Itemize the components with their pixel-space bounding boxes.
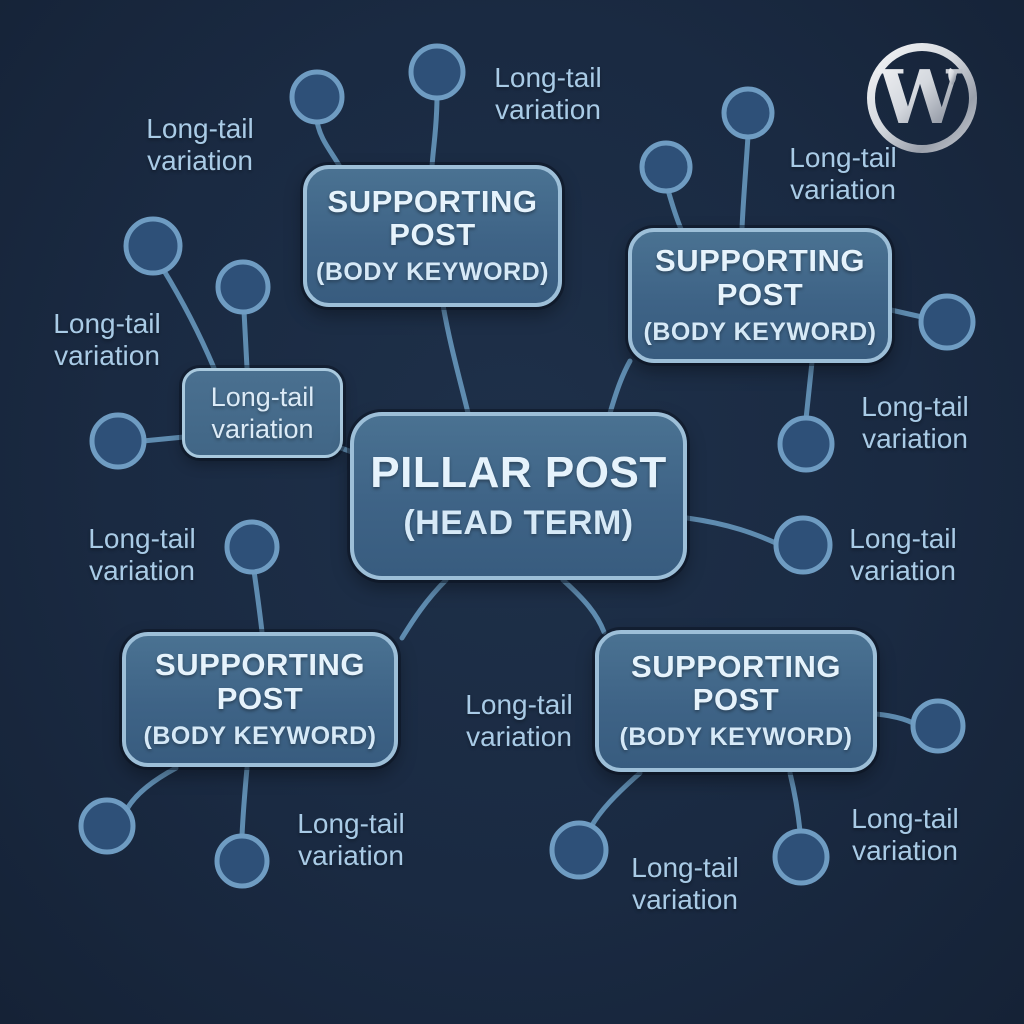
long-tail-node-circle — [214, 833, 270, 889]
long-tail-node-circle — [918, 293, 976, 351]
pillar-subtitle: (HEAD TERM) — [403, 503, 634, 542]
connector-line — [787, 770, 803, 834]
node-title: SUPPORTING POST — [155, 647, 365, 716]
node-title: SUPPORTING POST — [655, 243, 865, 312]
long-tail-node-circle — [549, 820, 609, 880]
connector-line — [239, 765, 250, 839]
long-tail-label: Long-tail variation — [88, 523, 196, 586]
connector-lines — [124, 93, 925, 839]
node-title: SUPPORTING POST — [631, 648, 841, 717]
long-tail-label: Long-tail variation — [297, 808, 405, 871]
wordpress-logo-icon: W — [867, 43, 977, 153]
pillar-title: PILLAR POST — [370, 448, 667, 498]
long-tail-label: Long-tail variation — [789, 142, 897, 205]
long-tail-label: Long-tail variation — [494, 62, 602, 125]
supporting-post-node-top-left: SUPPORTING POST (BODY KEYWORD) — [303, 165, 562, 307]
long-tail-node-circle — [772, 828, 830, 886]
node-title: SUPPORTING POST — [327, 183, 538, 252]
node-subtitle: (BODY KEYWORD) — [619, 723, 853, 752]
connector-line — [440, 302, 471, 416]
logo-ring — [867, 43, 977, 153]
connector-line — [314, 118, 343, 170]
pillar-post-node: PILLAR POST (HEAD TERM) — [350, 412, 687, 580]
long-tail-node-circle — [224, 519, 280, 575]
long-tail-node-circle — [408, 43, 466, 101]
connector-line — [124, 765, 179, 812]
long-tail-circles — [78, 43, 976, 889]
long-tail-node-circle — [910, 698, 966, 754]
long-tail-box-node: Long-tail variation — [182, 368, 343, 458]
connector-line — [588, 770, 643, 830]
connector-line — [560, 577, 607, 635]
connector-line — [251, 568, 265, 635]
connector-line — [241, 308, 250, 371]
supporting-post-node-top-right: SUPPORTING POST (BODY KEYWORD) — [628, 228, 892, 363]
connector-line — [140, 434, 187, 444]
long-tail-node-circle — [289, 69, 345, 125]
connector-line — [803, 359, 815, 422]
long-tail-node-circle — [773, 515, 833, 575]
long-tail-node-circle — [123, 216, 183, 276]
node-subtitle: (BODY KEYWORD) — [316, 258, 549, 287]
logo-droplet — [948, 68, 956, 85]
long-tail-node-circle — [215, 259, 271, 315]
long-tail-label: Long-tail variation — [849, 523, 957, 586]
supporting-post-node-bottom-right: SUPPORTING POST (BODY KEYWORD) — [595, 630, 877, 772]
long-tail-node-circle — [78, 797, 136, 855]
node-subtitle: (BODY KEYWORD) — [143, 721, 377, 750]
supporting-post-node-bottom-left: SUPPORTING POST (BODY KEYWORD) — [122, 632, 398, 767]
connector-line — [873, 711, 916, 726]
long-tail-label: Long-tail variation — [53, 308, 161, 371]
connector-line — [429, 93, 440, 170]
long-tail-label: Long-tail variation — [146, 113, 254, 176]
logo-monogram: W — [877, 55, 962, 141]
node-subtitle: (BODY KEYWORD) — [643, 317, 877, 346]
long-tail-node-circle — [639, 140, 693, 194]
long-tail-node-circle — [721, 86, 775, 140]
connector-line — [888, 307, 925, 320]
connector-line — [665, 187, 684, 232]
long-tail-label: Long-tail variation — [851, 803, 959, 866]
long-tail-node-circle — [777, 415, 835, 473]
long-tail-box-label: Long-tail variation — [210, 381, 315, 444]
connector-line — [739, 133, 751, 232]
long-tail-node-circle — [89, 412, 147, 470]
connector-line — [399, 577, 449, 641]
long-tail-label: Long-tail variation — [631, 852, 739, 915]
connector-line — [684, 515, 781, 547]
long-tail-label: Long-tail variation — [465, 689, 573, 752]
long-tail-label: Long-tail variation — [861, 391, 969, 454]
connector-line — [160, 266, 217, 371]
connector-line — [607, 358, 633, 416]
